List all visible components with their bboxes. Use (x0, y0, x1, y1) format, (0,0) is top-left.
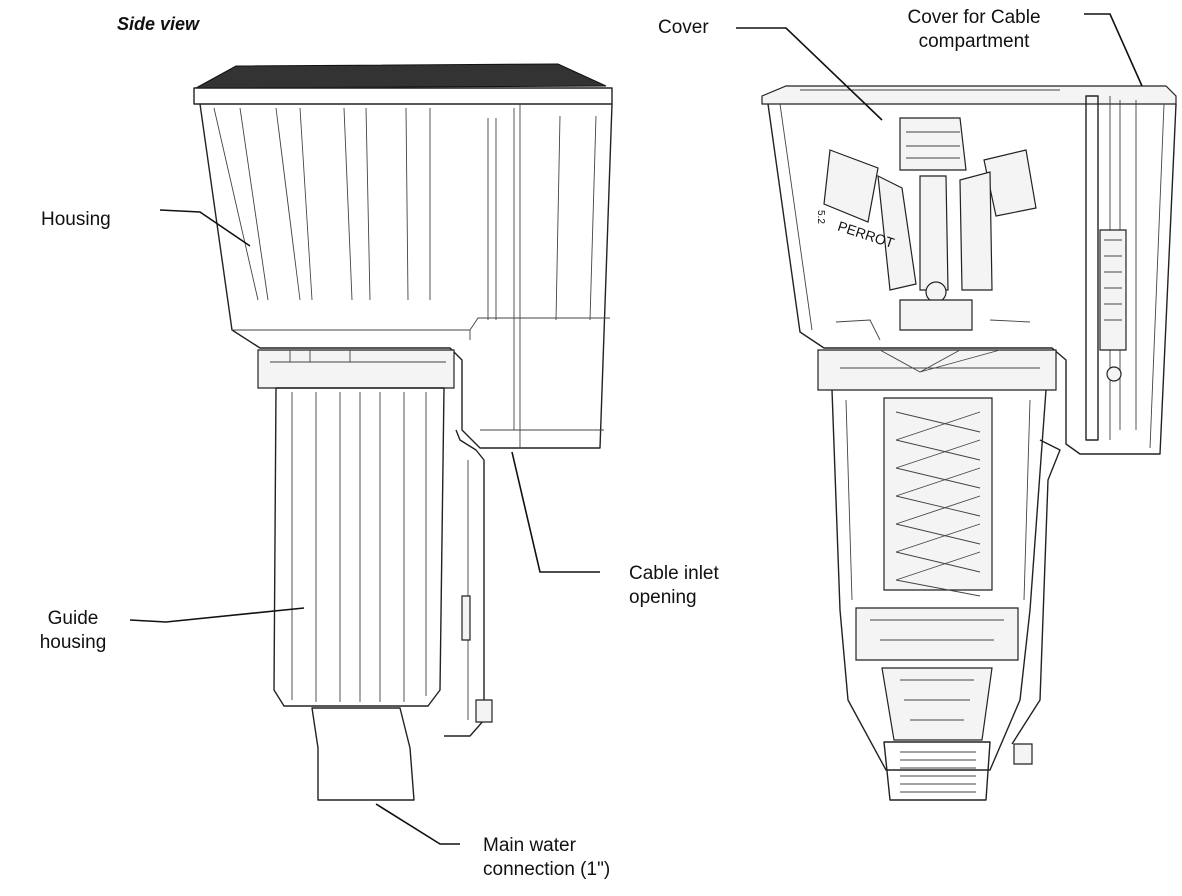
nozzle-mark: 5.2 (815, 210, 826, 224)
left-cover-top (195, 63, 607, 89)
right-guide-housing (831, 389, 1047, 771)
right-collar (817, 349, 1057, 391)
view-title: Side view (117, 14, 200, 34)
left-housing-rim (193, 87, 613, 105)
label-cover-cable: Cover for Cable compartment (879, 6, 1069, 54)
label-cable-inlet-line1: Cable inlet (629, 563, 719, 584)
right-spring-chamber (883, 397, 993, 591)
right-valve-body (855, 607, 1019, 661)
label-guide-housing-line2: housing (39, 632, 107, 653)
left-housing-body (199, 103, 613, 449)
right-riser (919, 175, 949, 291)
left-collar (257, 349, 455, 389)
right-sprinkler-section (761, 85, 1177, 801)
left-sprinkler-exterior (193, 63, 613, 801)
label-cable-inlet: Cable inlet opening (629, 562, 719, 610)
label-cover-cable-line2: compartment (918, 31, 1030, 52)
right-cable-compartment (1085, 95, 1099, 441)
label-housing: Housing (41, 209, 111, 230)
label-main-water-line2: connection (1") (483, 859, 611, 880)
right-cover (761, 85, 1177, 105)
leader-lines (129, 13, 1143, 845)
right-sprinkler-head (899, 117, 967, 171)
leader-housing (159, 209, 251, 247)
label-guide-housing-line1: Guide (47, 608, 99, 629)
label-cover-cable-line1: Cover for Cable (907, 7, 1041, 28)
label-main-water-line1: Main water (483, 835, 576, 856)
leader-cover-cable (1084, 13, 1143, 87)
left-guide-housing (273, 387, 445, 707)
right-main-connection (883, 741, 991, 801)
right-nozzle-left (823, 149, 879, 223)
label-cover: Cover (658, 17, 709, 38)
right-nozzle-right (983, 149, 1037, 217)
right-housing-wall (767, 103, 1177, 455)
left-main-connection (311, 707, 415, 801)
label-main-water: Main water connection (1") (483, 834, 610, 882)
leader-main-water (375, 803, 460, 845)
leader-cable-inlet (511, 451, 600, 573)
label-guide-housing: Guide housing (18, 607, 128, 655)
leader-guide-housing (129, 607, 305, 623)
leader-cover (736, 27, 883, 121)
label-cable-inlet-line2: opening (629, 587, 697, 608)
